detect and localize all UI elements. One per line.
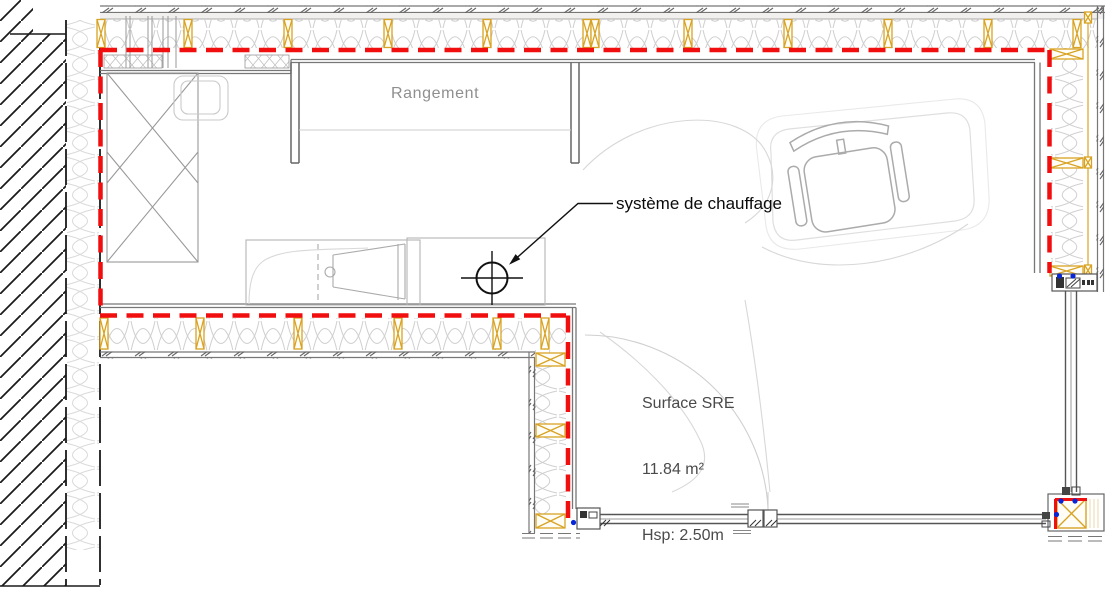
surface-info-block: Surface SRE 11.84 m² Hsp: 2.50m bbox=[642, 349, 734, 569]
thermal-envelope-red-line bbox=[98, 47, 1052, 521]
top-wall bbox=[100, 5, 1105, 48]
top-wall-furring-strips bbox=[103, 16, 290, 69]
top-wall-timber-studs bbox=[96, 18, 1082, 49]
right-window bbox=[1051, 273, 1098, 492]
cabinet-unit bbox=[245, 239, 421, 306]
nightstand bbox=[173, 75, 229, 121]
heating-leader-line bbox=[509, 202, 613, 265]
right-wall bbox=[1033, 6, 1105, 292]
window-mullion bbox=[731, 503, 778, 534]
existing-wall-hatch bbox=[0, 0, 100, 587]
interior-curves bbox=[248, 119, 969, 493]
surface-area-value: 11.84 m² bbox=[642, 461, 704, 478]
heating-unit-footprint bbox=[406, 237, 546, 306]
office-chair bbox=[787, 120, 911, 233]
desk-blob-outline bbox=[755, 98, 990, 250]
heating-system-label: système de chauffage bbox=[616, 194, 783, 213]
storage-closet bbox=[290, 62, 580, 164]
door-swing-arc bbox=[584, 334, 769, 510]
lower-wall-column bbox=[522, 307, 580, 539]
bottom-window bbox=[570, 503, 1046, 534]
heating-symbol bbox=[461, 251, 523, 305]
desk bbox=[770, 112, 975, 241]
surface-title: Surface SRE bbox=[642, 395, 735, 412]
left-insulation-strip bbox=[67, 20, 101, 585]
ceiling-height-value: Hsp: 2.50m bbox=[642, 527, 724, 544]
corner-post bbox=[1041, 486, 1105, 542]
storage-room-label: Rangement bbox=[391, 85, 480, 102]
top-wall-interior-lines bbox=[100, 58, 1035, 75]
bed bbox=[106, 72, 199, 263]
lower-wall bbox=[99, 303, 576, 359]
